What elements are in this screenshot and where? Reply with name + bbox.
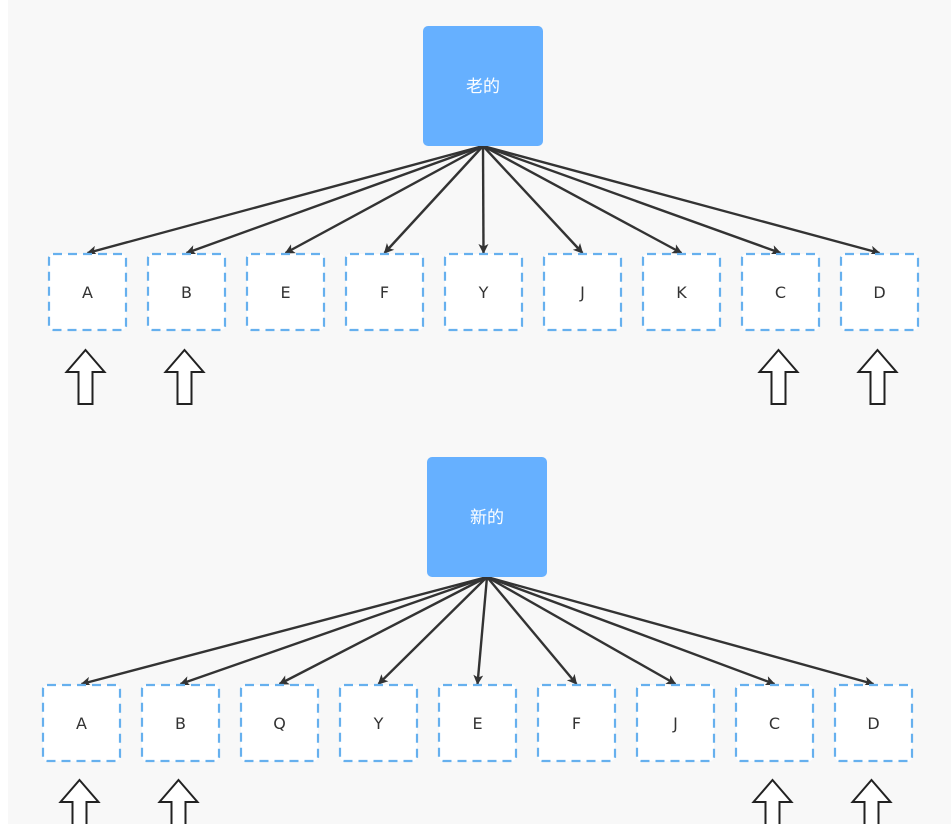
child-node-e: E [245, 252, 326, 332]
child-node-label: B [175, 714, 186, 733]
edge-y [478, 145, 489, 254]
child-node-f: F [344, 252, 425, 332]
edge-d [486, 575, 875, 687]
child-node-label: D [873, 283, 885, 302]
child-node-y: Y [338, 683, 419, 763]
edge-f [383, 145, 484, 254]
edge-e [284, 144, 484, 255]
child-node-box [41, 683, 122, 763]
child-node-box [437, 683, 518, 763]
child-node-b: B [140, 683, 221, 763]
child-node-box [443, 252, 524, 332]
root-node-label: 新的 [470, 508, 504, 528]
edge-j [486, 575, 677, 686]
tree-1: 老的 A B E F Y J K C D [47, 26, 920, 405]
child-node-f: F [536, 683, 617, 763]
up-arrow-outline-icon [751, 778, 794, 824]
child-node-c: C [734, 683, 815, 763]
child-node-box [635, 683, 716, 763]
child-node-b: B [146, 252, 227, 332]
child-node-y: Y [443, 252, 524, 332]
child-node-box [641, 252, 722, 332]
child-node-box [740, 252, 821, 332]
child-node-label: K [676, 283, 687, 302]
root-node-box [423, 26, 543, 146]
child-node-box [338, 683, 419, 763]
child-node-box [140, 683, 221, 763]
edge-f [486, 576, 578, 685]
child-node-label: C [769, 714, 780, 733]
edge-q [278, 575, 488, 686]
child-node-box [833, 683, 914, 763]
tree-2: 新的 A B Q Y E F J C D [41, 457, 914, 824]
child-node-label: C [775, 283, 786, 302]
child-node-d: D [833, 683, 914, 763]
edge-a [86, 144, 484, 256]
child-node-box [536, 683, 617, 763]
child-node-d: D [839, 252, 920, 332]
child-node-box [146, 252, 227, 332]
up-arrow-outline-icon [856, 348, 899, 405]
root-node-label: 老的 [466, 77, 500, 97]
up-arrow-outline-icon [757, 348, 800, 405]
child-node-e: E [437, 683, 518, 763]
edge-d [482, 144, 881, 256]
edge-c [482, 144, 782, 255]
up-arrow-outline-icon [850, 778, 893, 824]
child-node-a: A [47, 252, 128, 332]
child-node-c: C [740, 252, 821, 332]
child-node-label: Q [273, 714, 286, 733]
edge-b [179, 575, 488, 686]
root-node: 新的 [427, 457, 547, 577]
child-node-k: K [641, 252, 722, 332]
child-node-label: E [280, 283, 290, 302]
child-node-box [344, 252, 425, 332]
edge-c [486, 575, 776, 686]
child-node-label: F [380, 283, 389, 302]
edge-j [482, 145, 584, 254]
child-node-box [839, 252, 920, 332]
child-node-box [245, 252, 326, 332]
child-node-box [239, 683, 320, 763]
child-node-label: J [672, 714, 678, 733]
child-node-box [47, 252, 128, 332]
edge-k [482, 144, 683, 255]
edge-e [473, 576, 489, 685]
up-arrow-outline-icon [58, 778, 101, 824]
child-node-label: D [867, 714, 879, 733]
child-node-label: A [82, 283, 93, 302]
child-node-label: J [579, 283, 585, 302]
root-node: 老的 [423, 26, 543, 146]
edge-b [185, 144, 484, 255]
up-arrow-outline-icon [163, 348, 206, 405]
child-node-box [734, 683, 815, 763]
child-node-label: F [572, 714, 581, 733]
child-node-box [542, 252, 623, 332]
child-node-j: J [542, 252, 623, 332]
root-node-box [427, 457, 547, 577]
up-arrow-outline-icon [157, 778, 200, 824]
child-node-label: Y [373, 714, 384, 733]
child-node-q: Q [239, 683, 320, 763]
child-node-label: Y [478, 283, 489, 302]
up-arrow-outline-icon [64, 348, 107, 405]
child-node-j: J [635, 683, 716, 763]
child-node-a: A [41, 683, 122, 763]
edge-a [80, 575, 488, 687]
child-node-label: A [76, 714, 87, 733]
edge-y [377, 576, 488, 685]
child-node-label: B [181, 283, 192, 302]
child-node-label: E [472, 714, 482, 733]
